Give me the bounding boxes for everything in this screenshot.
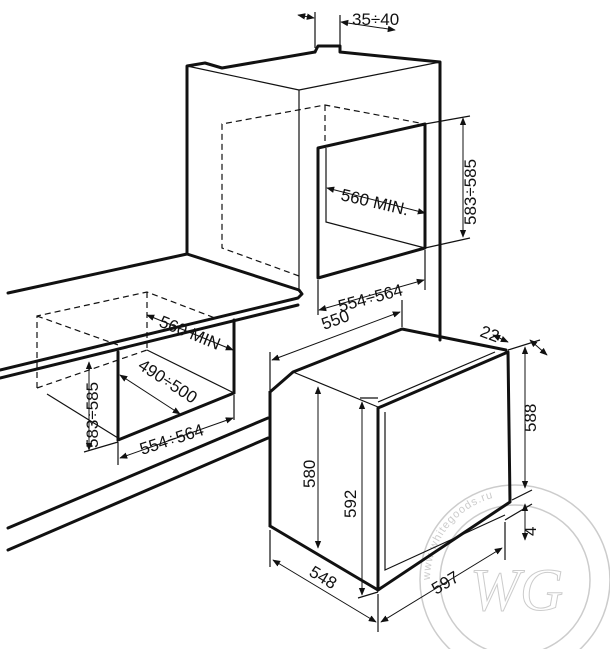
oven-door-thickness-label: 22 — [478, 322, 502, 346]
oven — [268, 327, 512, 592]
upper-height-label: 583÷585 — [461, 159, 480, 225]
tall-cabinet — [185, 44, 442, 342]
lower-width-label: 554÷564 — [137, 420, 206, 458]
oven-total-height-label: 592 — [341, 490, 360, 518]
lower-inner-depth-label: 490÷500 — [135, 355, 201, 407]
upper-depth-label: 560 MIN. — [339, 185, 410, 219]
lower-cabinet — [36, 291, 236, 442]
upper-top-gap-label: 35÷40 — [352, 10, 399, 29]
lower-height-label: 583÷585 — [83, 382, 102, 448]
oven-side-depth-label: 548 — [306, 562, 340, 593]
watermark-logo: WG — [470, 557, 563, 623]
oven-width-label: 597 — [428, 568, 462, 599]
floor — [6, 416, 270, 552]
oven-bottom-gap-label: 4 — [521, 527, 540, 536]
oven-body-height-label: 580 — [300, 460, 319, 488]
watermark: www.whitegoods.ru WG — [419, 484, 610, 649]
oven-front-height-label: 588 — [521, 404, 540, 432]
